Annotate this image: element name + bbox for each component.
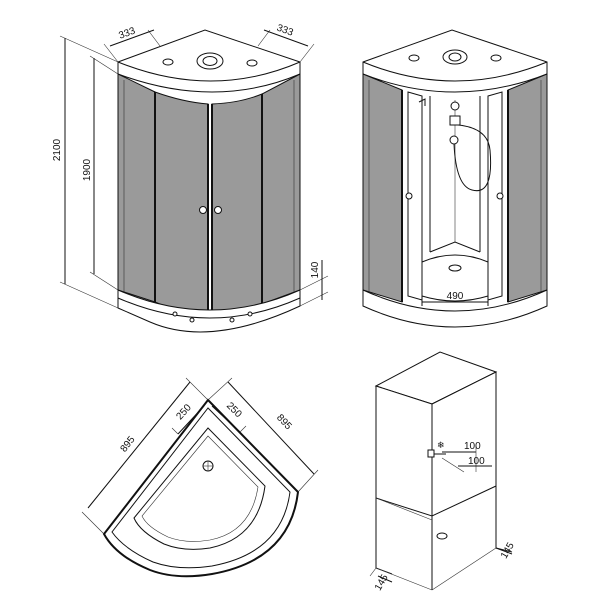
rain-shower-head xyxy=(196,52,224,70)
right-sliding-door xyxy=(211,93,263,317)
dimension-wall-offset-2: 100 xyxy=(458,456,492,467)
dimension-wall-base-left: 145 xyxy=(369,567,393,593)
dim-label-tray-opening: 490 xyxy=(447,291,464,302)
shower-tray-interior xyxy=(362,289,548,328)
tray-outer-outline xyxy=(102,398,300,578)
floor-plane xyxy=(375,498,393,575)
left-door-handle xyxy=(199,206,207,214)
wall-connection-view: ❄ 100 100 145 145 xyxy=(369,351,517,593)
dim-label-plan-edge-right: 250 xyxy=(224,400,244,420)
corner-wall-left xyxy=(375,385,433,517)
dim-label-top-left: 333 xyxy=(117,25,137,41)
dim-label-wall-offset-1: 100 xyxy=(464,441,481,452)
water-inlet-valve xyxy=(427,449,435,458)
dim-label-wall-offset-2: 100 xyxy=(468,456,485,467)
dim-label-tray-height: 140 xyxy=(310,261,321,278)
left-sliding-door xyxy=(154,91,209,317)
dimension-plan-edge-right: 250 xyxy=(211,400,247,433)
hand-shower-head xyxy=(449,135,459,145)
dim-label-plan-left: 895 xyxy=(119,434,138,454)
shower-hose xyxy=(453,124,492,192)
roof-speaker-right xyxy=(246,59,258,67)
roof-speaker-left xyxy=(162,58,174,66)
hand-shower-holder xyxy=(450,101,460,111)
water-inlet: ❄ xyxy=(427,440,446,458)
tray-inner-basin xyxy=(133,427,266,550)
dimension-wall-offset-1: 100 xyxy=(441,441,481,473)
dimension-tray-height: 140 xyxy=(299,260,329,307)
dimension-tray-opening: 490 xyxy=(421,291,489,306)
mixer-tap xyxy=(449,115,461,126)
floor-drain-outlet xyxy=(436,532,448,540)
dimension-plan-left: 895 xyxy=(81,377,209,535)
dim-label-total-height: 2100 xyxy=(52,138,63,161)
dimension-plan-edge-left: 250 xyxy=(171,402,205,435)
dim-label-wall-base-left: 145 xyxy=(373,572,391,592)
dim-label-plan-right: 895 xyxy=(274,412,294,432)
tray-drain xyxy=(448,264,462,272)
dim-label-inner-height: 1900 xyxy=(82,158,93,181)
dimension-wall-base-right: 145 xyxy=(495,540,517,561)
right-door-handle xyxy=(214,206,222,214)
left-side-panel xyxy=(117,73,156,303)
tray-basin xyxy=(421,254,489,302)
plan-view: 895 895 250 250 xyxy=(81,377,319,578)
towel-hook xyxy=(418,98,426,106)
dimension-plan-right: 895 xyxy=(207,377,319,493)
dim-label-top-right: 333 xyxy=(275,23,295,39)
rain-shower-head-interior xyxy=(442,49,468,65)
cold-water-symbol: ❄ xyxy=(437,440,445,450)
dimension-top-left: 333 xyxy=(103,25,161,63)
dimension-inner-height: 1900 xyxy=(82,55,119,291)
dim-label-wall-base-right: 145 xyxy=(499,540,517,560)
exterior-perspective-view: 333 333 2100 1900 140 xyxy=(52,23,329,333)
dimension-total-height: 2100 xyxy=(52,35,119,309)
interior-perspective-view: 490 xyxy=(362,29,548,328)
right-door-open xyxy=(487,91,503,301)
